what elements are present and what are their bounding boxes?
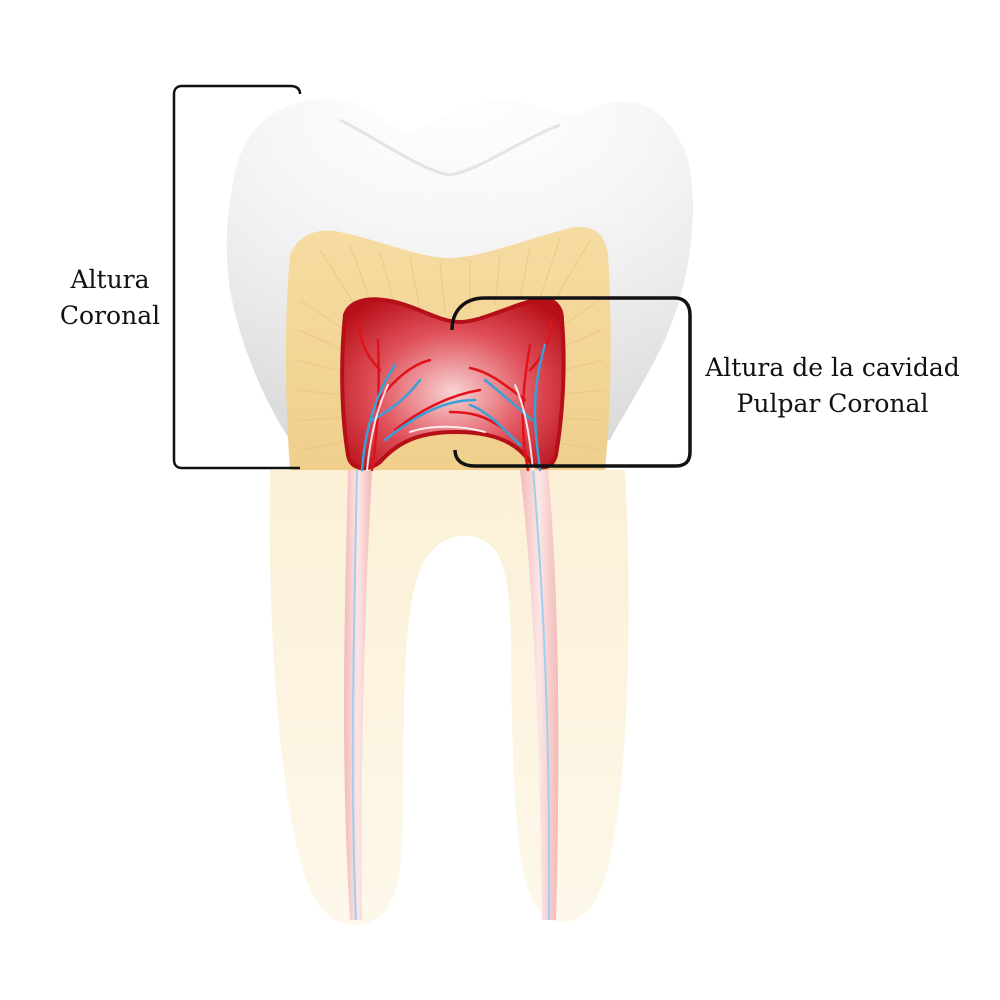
pulp-veins — [360, 343, 547, 472]
root-vessel-left — [351, 469, 358, 921]
pulp-chamber-height-label-line-2: Pulpar Coronal — [736, 389, 929, 418]
root-dentin — [269, 470, 629, 925]
dentin-tubules — [296, 237, 604, 451]
enamel-cusp-ridge — [339, 118, 561, 177]
coronal-height-bracket — [172, 84, 302, 470]
root-canal-left — [344, 470, 372, 920]
pulp-height-bracket — [450, 296, 692, 468]
pulp-chamber-height-label: Altura de la cavidad Pulpar Coronal — [695, 350, 970, 422]
coronal-height-label-line-2: Coronal — [59, 301, 161, 330]
coronal-height-label: Altura Coronal — [50, 262, 170, 334]
root-vessel-right — [532, 469, 551, 921]
pulp-chamber-height-label-line-1: Altura de la cavidad — [705, 353, 960, 382]
coronal-height-label-line-1: Altura — [70, 265, 150, 294]
pulp-nerves — [366, 384, 534, 471]
